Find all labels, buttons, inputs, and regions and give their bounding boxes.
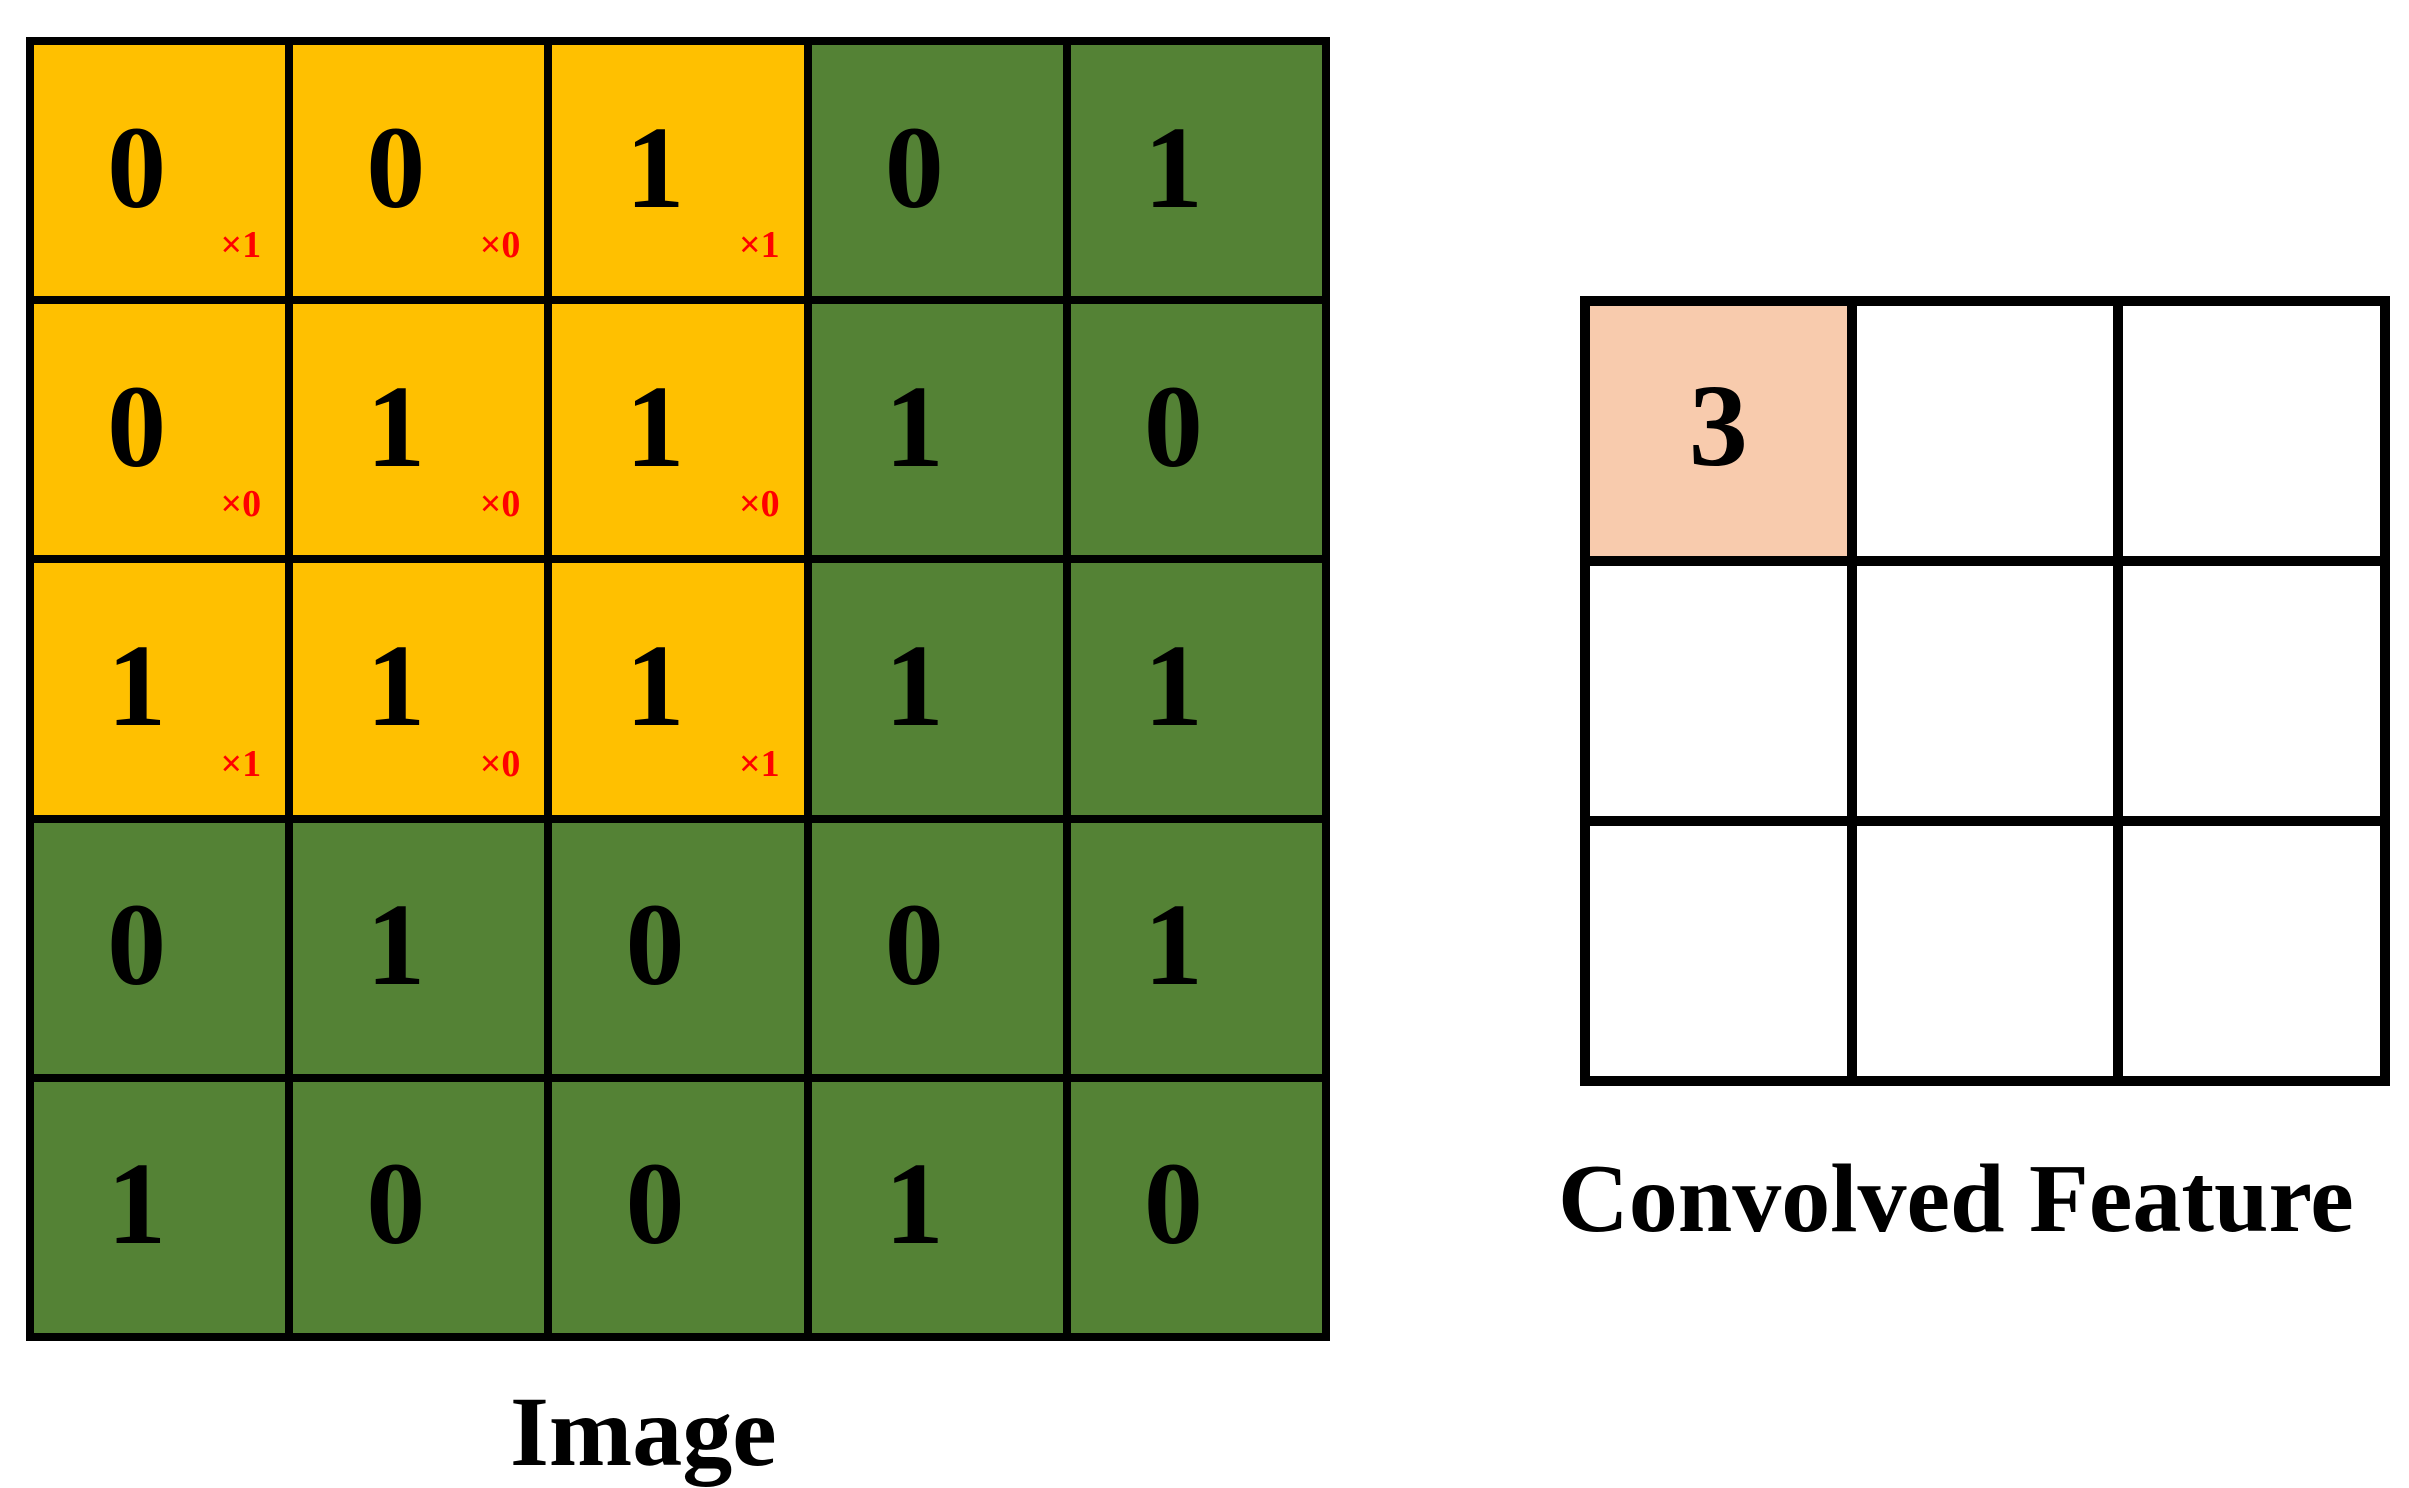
convolved-cell-empty: [1590, 566, 1847, 816]
image-cell-value: 1: [366, 360, 426, 492]
convolved-cell-empty: [2123, 826, 2380, 1076]
image-cell-value: 1: [107, 1138, 167, 1270]
image-cell-kernel: 0 ×0: [293, 45, 545, 297]
kernel-multiplier: ×1: [738, 224, 780, 267]
image-cell: 0: [1070, 1081, 1322, 1333]
convolved-cell-value: 3: [1688, 360, 1748, 491]
convolved-feature-grid: 3: [1580, 296, 2390, 1086]
image-cell-kernel: 1 ×0: [293, 304, 545, 556]
convolved-feature-label: Convolved Feature: [1558, 1145, 2354, 1253]
image-cell-kernel: 0 ×0: [34, 304, 286, 556]
image-cell-value: 1: [884, 360, 944, 492]
convolved-cell-empty: [1856, 826, 2114, 1076]
image-cell-value: 1: [884, 1138, 944, 1270]
image-cell-kernel: 1 ×1: [552, 45, 804, 297]
convolved-cell-filled: 3: [1590, 306, 1847, 556]
image-cell-kernel: 1 ×1: [34, 563, 286, 815]
kernel-multiplier: ×0: [738, 483, 780, 526]
image-cell: 1: [811, 1081, 1063, 1333]
image-cell-kernel: 1 ×0: [293, 563, 545, 815]
image-cell: 0: [811, 45, 1063, 297]
image-cell-value: 0: [366, 1138, 426, 1270]
image-cell-value: 0: [107, 879, 167, 1011]
image-cell: 1: [1070, 822, 1322, 1074]
image-cell: 0: [1070, 304, 1322, 556]
image-cell: 1: [811, 563, 1063, 815]
convolved-cell-empty: [2123, 566, 2380, 816]
image-label: Image: [510, 1376, 777, 1487]
convolved-cell-empty: [1856, 306, 2114, 556]
image-cell-value: 0: [625, 879, 685, 1011]
image-cell-value: 0: [366, 101, 426, 233]
image-cell-value: 1: [625, 101, 685, 233]
image-cell: 1: [1070, 45, 1322, 297]
image-cell: 0: [34, 822, 286, 1074]
image-cell: 0: [293, 1081, 545, 1333]
convolved-cell-empty: [1856, 566, 2114, 816]
image-cell-value: 0: [884, 879, 944, 1011]
image-cell-kernel: 1 ×1: [552, 563, 804, 815]
image-cell: 1: [34, 1081, 286, 1333]
image-cell-value: 0: [625, 1138, 685, 1270]
image-cell-value: 0: [107, 101, 167, 233]
image-cell-value: 1: [884, 619, 944, 751]
image-cell: 0: [552, 822, 804, 1074]
image-cell: 1: [811, 304, 1063, 556]
image-cell-value: 1: [1143, 619, 1203, 751]
image-cell-kernel: 1 ×0: [552, 304, 804, 556]
image-cell-value: 1: [625, 619, 685, 751]
convolved-cell-empty: [1590, 826, 1847, 1076]
kernel-multiplier: ×1: [738, 742, 780, 785]
image-cell-kernel: 0 ×1: [34, 45, 286, 297]
image-cell: 0: [811, 822, 1063, 1074]
image-cell-value: 1: [107, 619, 167, 751]
kernel-multiplier: ×0: [479, 224, 521, 267]
image-cell-value: 1: [625, 360, 685, 492]
kernel-multiplier: ×0: [220, 483, 262, 526]
image-cell-value: 0: [884, 101, 944, 233]
image-cell-value: 1: [1143, 879, 1203, 1011]
image-cell: 1: [1070, 563, 1322, 815]
image-cell-value: 0: [1143, 1138, 1203, 1270]
convolved-cell-empty: [2123, 306, 2380, 556]
image-cell-value: 0: [107, 360, 167, 492]
kernel-multiplier: ×1: [220, 224, 262, 267]
kernel-multiplier: ×1: [220, 742, 262, 785]
image-cell-value: 0: [1143, 360, 1203, 492]
image-cell-value: 1: [1143, 101, 1203, 233]
image-cell-value: 1: [366, 619, 426, 751]
kernel-multiplier: ×0: [479, 483, 521, 526]
image-cell-value: 1: [366, 879, 426, 1011]
kernel-multiplier: ×0: [479, 742, 521, 785]
image-cell: 0: [552, 1081, 804, 1333]
image-cell: 1: [293, 822, 545, 1074]
